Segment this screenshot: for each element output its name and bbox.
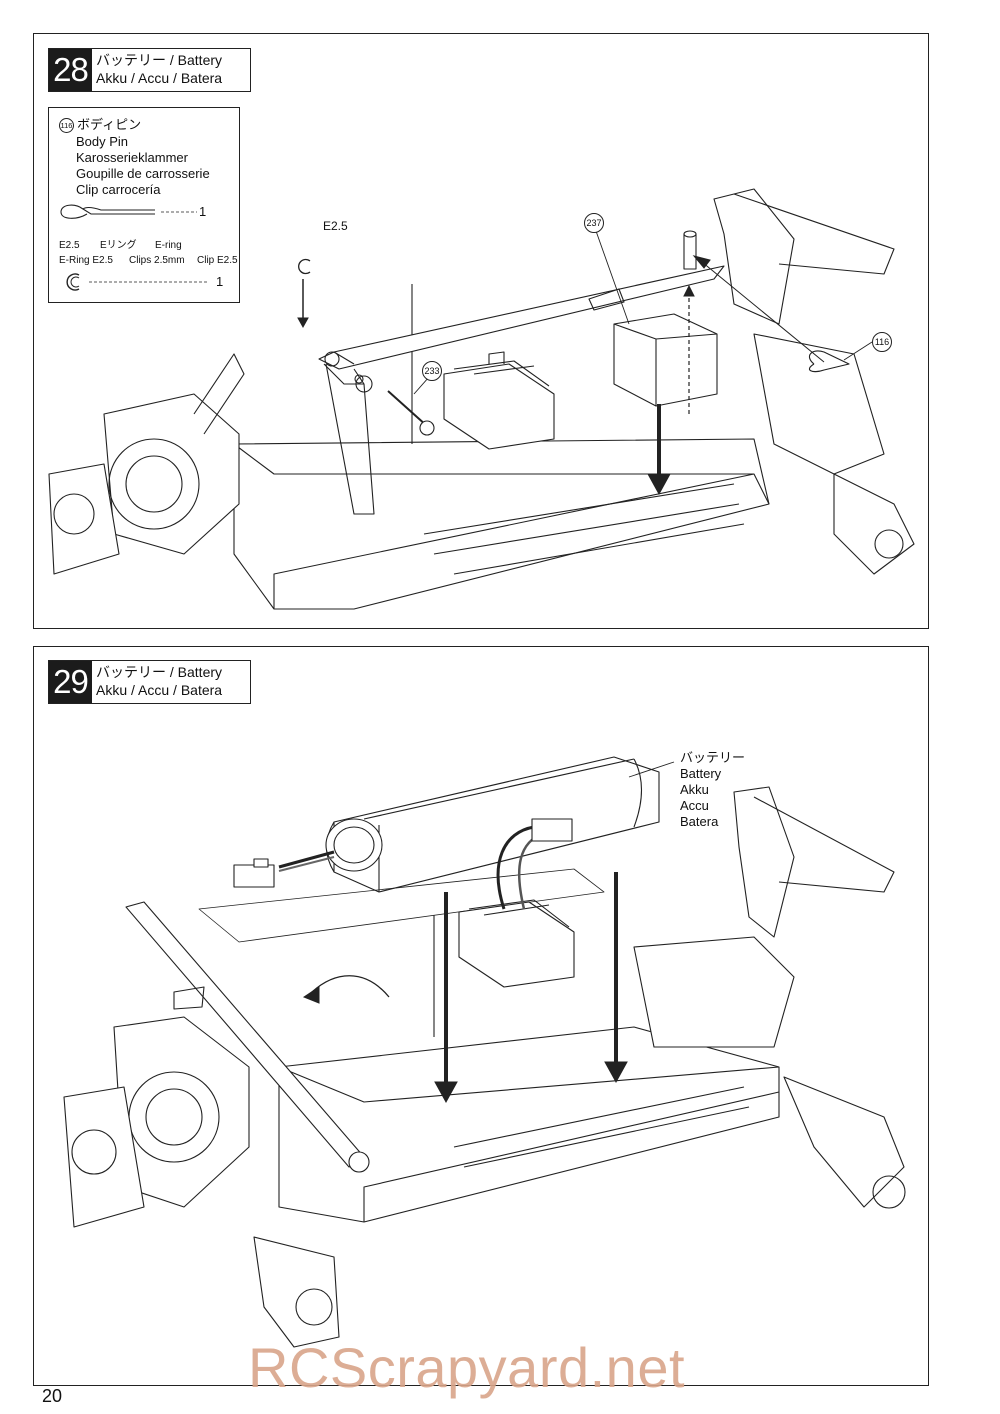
- body-pin-name-en: Body Pin: [76, 134, 129, 149]
- step-title-line1: バッテリー / Battery: [96, 664, 223, 680]
- battery-label-jp: バッテリー: [680, 750, 746, 765]
- body-pin-name-jp: ボディピン: [77, 117, 142, 132]
- step-29-header: 29 バッテリー / Battery Akku / Accu / Batera: [48, 660, 252, 704]
- e-ring-name-de: E-Ring E2.5: [59, 255, 113, 266]
- battery-label-es: Batera: [680, 814, 719, 829]
- body-pin-icon: [60, 204, 197, 219]
- e-ring-name-jp: Eリング: [100, 240, 137, 251]
- step-29-panel: 29 バッテリー / Battery Akku / Accu / Batera: [33, 646, 929, 1386]
- step-title-line2: Akku / Accu / Batera: [96, 70, 223, 86]
- body-pin-name-es: Clip carrocería: [76, 182, 161, 197]
- e-ring-name-en: E-ring: [155, 240, 182, 251]
- body-pin-name-fr: Goupille de carrosserie: [76, 166, 210, 181]
- e-clip-label: E2.5: [323, 219, 348, 233]
- e-ring-name-fr: Clips 2.5mm: [129, 255, 185, 266]
- step-number: 28: [49, 49, 92, 91]
- step-28-panel: 28 バッテリー / Battery Akku / Accu / Batera …: [33, 33, 929, 629]
- part-callout-237: 237: [584, 213, 604, 233]
- step-title: バッテリー / Battery Akku / Accu / Batera: [92, 49, 250, 91]
- body-pin-name-de: Karosserieklammer: [76, 150, 188, 165]
- part-callout-116: 116: [872, 332, 892, 352]
- part-ref-badge: 116: [59, 118, 74, 134]
- step-title-line2: Akku / Accu / Batera: [96, 682, 223, 698]
- watermark: RCScrapyard.net: [248, 1336, 686, 1399]
- step-title-line1: バッテリー / Battery: [96, 52, 223, 68]
- battery-label: バッテリー Battery Akku Accu Batera: [680, 750, 745, 830]
- step-28-illustration: [48, 188, 915, 610]
- step-29-illustration: [63, 756, 906, 1348]
- battery-label-de: Akku: [680, 782, 709, 797]
- battery-label-fr: Accu: [680, 798, 709, 813]
- e-ring-name-es: Clip E2.5: [197, 255, 238, 266]
- e-ring-qty: 1: [216, 274, 224, 289]
- e-ring-size: E2.5: [59, 240, 80, 251]
- step-28-header: 28 バッテリー / Battery Akku / Accu / Batera: [48, 48, 252, 92]
- page-number: 20: [42, 1386, 63, 1406]
- battery-label-en: Battery: [680, 766, 722, 781]
- step-title: バッテリー / Battery Akku / Accu / Batera: [92, 661, 250, 703]
- body-pin-qty: 1: [199, 204, 207, 219]
- part-callout-233: 233: [422, 361, 442, 381]
- step-number: 29: [49, 661, 92, 703]
- e-ring-icon: [66, 273, 209, 291]
